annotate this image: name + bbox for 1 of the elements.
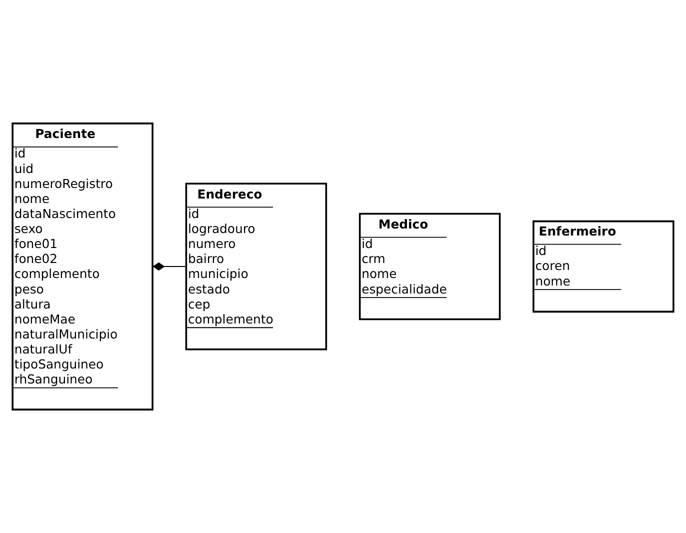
connector	[152, 262, 186, 271]
